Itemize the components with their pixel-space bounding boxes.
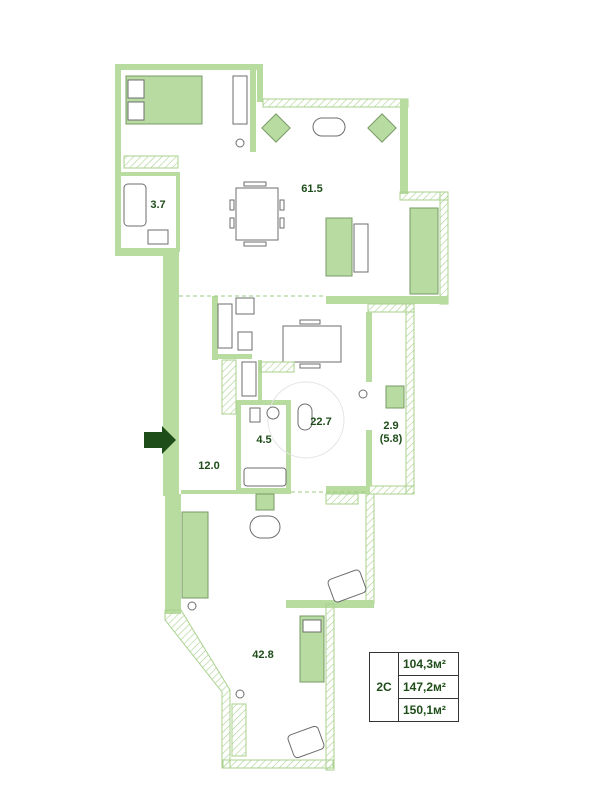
hall-pouf bbox=[255, 493, 275, 511]
room-area-kitchen: 22.7 bbox=[310, 416, 332, 428]
kitchen-sink bbox=[237, 331, 253, 351]
apartment-type: 2C bbox=[369, 652, 399, 722]
kitchen-rug bbox=[267, 381, 345, 459]
area-living: 104,3м² bbox=[398, 652, 459, 676]
kitchen-counter bbox=[217, 303, 233, 349]
fridge bbox=[241, 361, 257, 397]
sofa bbox=[325, 217, 353, 277]
wardrobe bbox=[232, 75, 248, 125]
radiator-bottom bbox=[231, 703, 247, 757]
kitchen-table bbox=[282, 319, 342, 369]
armchair-right bbox=[367, 113, 397, 143]
radiator-hall bbox=[325, 493, 359, 505]
double-bed bbox=[125, 75, 203, 125]
room-area-living: 61.5 bbox=[301, 183, 323, 195]
room-area-bedroom: 42.8 bbox=[252, 649, 274, 661]
armchair-bottom bbox=[327, 569, 367, 603]
dining-table bbox=[229, 181, 285, 247]
room-area-bathroom: 4.5 bbox=[256, 434, 272, 446]
balcony-area: 2.9 bbox=[383, 420, 399, 432]
floor-lamp bbox=[297, 403, 313, 431]
stove bbox=[235, 297, 255, 315]
radiator-kitchen-2 bbox=[259, 361, 295, 373]
coffee-table bbox=[312, 117, 346, 137]
sofa-bottom bbox=[181, 511, 209, 599]
armchair-left bbox=[261, 113, 291, 143]
lamp-icon bbox=[235, 689, 245, 699]
lamp-icon bbox=[235, 138, 245, 148]
hall-table bbox=[249, 515, 281, 539]
bath-sink bbox=[266, 406, 280, 420]
lamp-icon bbox=[187, 601, 197, 611]
balcony-area-full: (5.8) bbox=[379, 433, 403, 445]
armchair-corner bbox=[287, 725, 325, 759]
toilet bbox=[249, 407, 261, 423]
lamp-icon bbox=[358, 389, 368, 399]
single-bed bbox=[299, 615, 325, 683]
zone-lines bbox=[179, 295, 366, 493]
area-legend: 2C 104,3м² 147,2м² 150,1м² bbox=[369, 652, 459, 722]
bathtub bbox=[123, 183, 147, 227]
room-area-bath-top: 3.7 bbox=[150, 199, 166, 211]
room-area-hall: 12.0 bbox=[198, 460, 220, 472]
area-total-with-balcony: 150,1м² bbox=[398, 698, 459, 722]
balcony-chair bbox=[385, 385, 405, 409]
entrance-arrow-icon bbox=[144, 426, 176, 454]
internal-walls bbox=[120, 64, 291, 494]
sink bbox=[147, 229, 169, 245]
sofa-right bbox=[409, 207, 439, 295]
room-area-balcony: 2.9 (5.8) bbox=[374, 420, 408, 446]
tv-stand bbox=[353, 223, 369, 273]
radiator bbox=[123, 155, 179, 169]
bathtub-2 bbox=[243, 467, 287, 487]
outer-walls bbox=[115, 64, 449, 771]
area-total: 147,2м² bbox=[398, 675, 459, 699]
radiator-kitchen bbox=[221, 359, 237, 415]
